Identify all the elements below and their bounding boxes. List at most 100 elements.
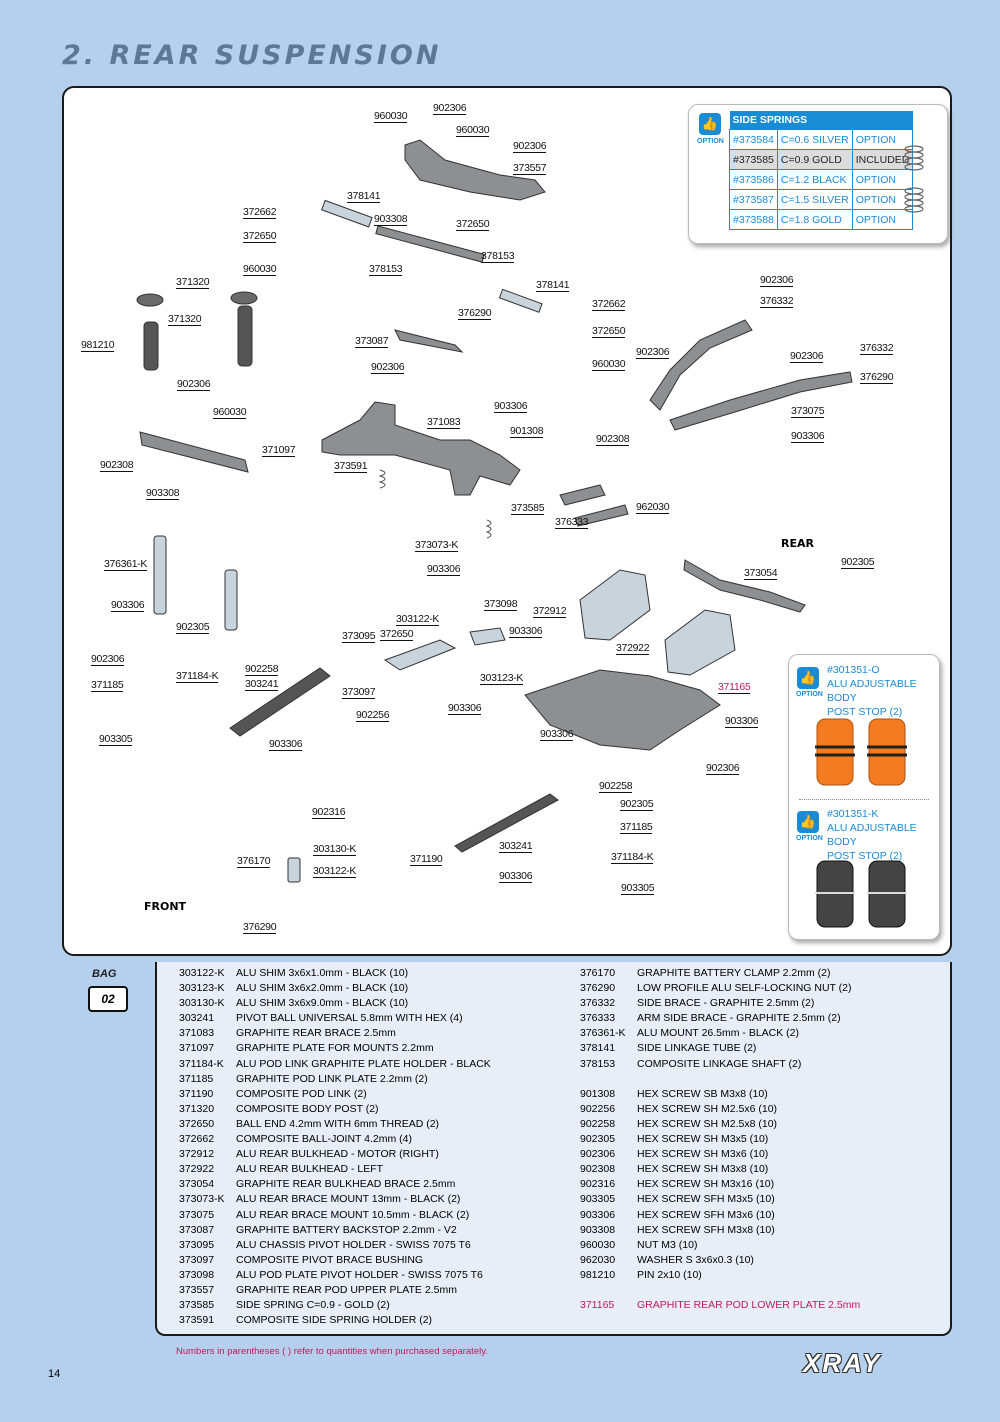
part-description: ALU POD LINK GRAPHITE PLATE HOLDER - BLA… [236, 1057, 491, 1070]
description-line: ALU ADJUSTABLE BODY [827, 678, 917, 704]
part-code: 376361-K [580, 1027, 626, 1040]
part-code: 371165 [580, 1299, 615, 1312]
part-code: 373097 [342, 686, 376, 699]
bulkhead-brace [683, 559, 806, 613]
part-code: 903306 [427, 563, 461, 576]
part-description: PIN 2x10 (10) [637, 1268, 702, 1281]
callout-label: 303122-K [396, 613, 439, 626]
spring-part: #373584 [729, 129, 778, 150]
part-code: 960030 [374, 110, 408, 123]
plate-for-mounts [139, 431, 249, 473]
callout-label: 378141 [536, 279, 570, 292]
part-description: ALU REAR BRACE MOUNT 13mm - BLACK (2) [236, 1193, 461, 1206]
callout-label: 962030 [636, 501, 670, 514]
callout-label: 373087 [355, 335, 389, 348]
callout-label: 901308 [510, 425, 544, 438]
callout-label: 902306 [790, 350, 824, 363]
part-code: 303241 [179, 1012, 215, 1025]
part-description: ALU SHIM 3x6x9.0mm - BLACK (10) [236, 997, 409, 1010]
callout-label: 902258 [245, 663, 279, 676]
callout-label: 376333 [555, 516, 589, 529]
part-code: 903306 [111, 599, 145, 612]
callout-label: 373054 [744, 567, 778, 580]
part-code: 903308 [580, 1223, 616, 1236]
part-code: 903306 [791, 430, 825, 443]
part-code: 373585 [179, 1299, 215, 1312]
part-description: GRAPHITE POD LINK PLATE 2.2mm (2) [236, 1072, 428, 1085]
callout-label: 960030 [456, 124, 490, 137]
spring-rate: C=0.6 SILVER [776, 129, 853, 150]
callout-label: 373585 [511, 502, 545, 515]
linkage-tube-left [321, 199, 373, 228]
callout-label: 303122-K [313, 865, 357, 878]
part-code: 902306 [513, 140, 547, 153]
part-code: 303122-K [313, 865, 357, 878]
part-code: 902306 [790, 350, 824, 363]
callout-label: 376332 [860, 342, 894, 355]
callout-label: 902305 [620, 798, 654, 811]
callout-label: 902306 [177, 378, 211, 391]
part-code: 901308 [510, 425, 544, 438]
part-code: 376170 [237, 855, 271, 868]
callout-label: 372650 [592, 325, 626, 338]
spring-part: #373588 [729, 209, 778, 230]
spring-status: OPTION [851, 189, 914, 210]
part-code: 902308 [100, 459, 134, 472]
battery-clamp [287, 857, 301, 883]
part-code: 902306 [433, 102, 467, 115]
callout-label: 903308 [374, 213, 408, 226]
callout-label: 303123-K [480, 672, 524, 685]
part-code: 901308 [580, 1087, 616, 1100]
rear-bulkhead-motor [579, 569, 651, 641]
part-code: 902308 [596, 433, 630, 446]
side-brace-lower [669, 371, 853, 431]
part-code: 371320 [176, 276, 210, 289]
part-code: 902258 [599, 780, 633, 793]
part-row [580, 1072, 860, 1087]
part-code: 903306 [269, 738, 303, 751]
part-number: #301351-K [827, 808, 879, 820]
part-description: ALU MOUNT 26.5mm - BLACK (2) [637, 1027, 800, 1040]
callout-label: 303130-K [313, 843, 356, 856]
callout-label: 902306 [433, 102, 467, 115]
body-post-stop-option-box: 👍 OPTION #301351-O ALU ADJUSTABLE BODY P… [788, 654, 940, 940]
part-code: 373087 [179, 1223, 215, 1236]
part-code: 373591 [179, 1314, 215, 1327]
pod-lower-plate [524, 669, 721, 751]
part-code: 373098 [484, 598, 518, 611]
part-code: 902258 [245, 663, 279, 676]
part-code: 372912 [179, 1148, 215, 1161]
part-code: 303123-K [480, 672, 524, 685]
description-line: POST STOP (2) [827, 850, 903, 862]
part-code: 376333 [555, 516, 589, 529]
rear-marker: REAR [781, 537, 814, 550]
callout-label: 902308 [100, 459, 134, 472]
part-code: 378153 [580, 1057, 616, 1070]
callout-label: 903306 [427, 563, 461, 576]
part-code: 373087 [355, 335, 389, 348]
part-code: 903306 [540, 728, 574, 741]
callout-label: 373073-K [415, 539, 458, 552]
part-code: 376361-K [104, 558, 148, 571]
part-description: ALU POD PLATE PIVOT HOLDER - SWISS 7075 … [236, 1268, 483, 1281]
part-code: 371184-K [611, 851, 654, 864]
part-code: 962030 [580, 1253, 616, 1266]
part-code: 376290 [860, 371, 894, 384]
body-post-washer-right [230, 291, 258, 305]
part-code: 371165 [718, 681, 751, 694]
